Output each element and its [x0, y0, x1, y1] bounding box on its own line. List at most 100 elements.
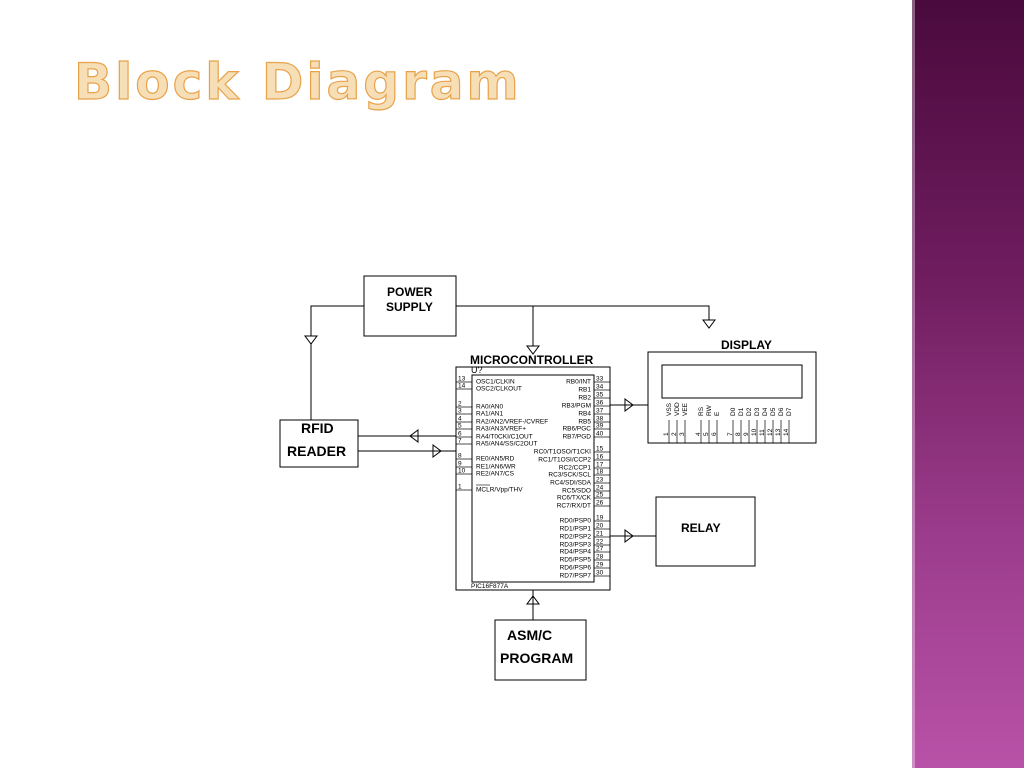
slide-title: Block Diagram [73, 52, 522, 111]
mcu-right-pin-number: 16 [596, 454, 604, 461]
lcd-pin-number: 3 [679, 432, 686, 436]
program-label-1: ASM/C [507, 627, 552, 643]
mcu-right-pin-number: 38 [596, 416, 604, 423]
mcu-right-pin-name: RD7/PSP7 [560, 573, 592, 580]
lcd-pin-header: VSS1VDD2VEE3RS4RW5E6D07D18D29D310D411D51… [663, 402, 793, 443]
mcu-left-pin-name: RE1/AN6/WR [476, 464, 516, 471]
lcd-pin-name: D5 [770, 407, 777, 416]
power-supply-label-2: SUPPLY [386, 300, 433, 314]
lcd-pin-name: D7 [786, 407, 793, 416]
power-supply-label-1: POWER [387, 285, 433, 299]
mcu-right-pin-name: RC5/SDO [562, 488, 591, 495]
mcu-right-pin-name: RB0/INT [566, 379, 591, 386]
lcd-pin-number: 9 [743, 432, 750, 436]
block-diagram: POWER SUPPLY MICROCONTROLLER U? PIC16F87… [279, 275, 817, 681]
mcu-right-pin-number: 23 [596, 477, 604, 484]
mcu-right-pins: 33RB0/INT34RB135RB236RB3/PGM37RB438RB539… [534, 376, 610, 580]
lcd-pin-number: 13 [775, 428, 782, 436]
mcu-right-pin-number: 25 [596, 492, 604, 499]
mcu-right-pin-number: 18 [596, 469, 604, 476]
mcu-right-pin-name: RC3/SCK/SCL [548, 472, 591, 479]
lcd-pin-name: D0 [730, 407, 737, 416]
mcu-right-pin-name: RD0/PSP0 [560, 518, 592, 525]
mcu-right-pin-name: RD4/PSP4 [560, 549, 592, 556]
lcd-pin-number: 14 [783, 428, 790, 436]
arrow-program-to-mcu [526, 595, 540, 605]
lcd-pin-number: 5 [703, 432, 710, 436]
mcu-right-pin-name: RD6/PSP6 [560, 565, 592, 572]
arrow-to-rfid [304, 335, 318, 345]
lcd-pin-name: D1 [738, 407, 745, 416]
mcu-left-pin-number: 10 [458, 468, 466, 475]
mcu-left-pin-number: 2 [458, 401, 462, 408]
mcu-right-pin-number: 19 [596, 515, 604, 522]
mcu-right-pin-name: RD1/PSP1 [560, 526, 592, 533]
arrow-mcu-to-relay [624, 529, 634, 543]
mcu-left-pin-name: RE0/AN5/RD [476, 456, 515, 463]
lcd-pin-number: 11 [759, 429, 766, 436]
lcd-pin-number: 8 [735, 432, 742, 436]
rfid-label-2: READER [287, 443, 346, 459]
mcu-right-pin-name: RB4 [578, 411, 591, 418]
mcu-right-pin-name: RC6/TX/CK [557, 495, 592, 502]
mcu-right-pin-number: 27 [596, 546, 604, 553]
mcu-right-pin-number: 17 [596, 462, 604, 469]
mcu-ref-label: U? [471, 365, 483, 375]
lcd-pin-name: D6 [778, 407, 785, 416]
arrow-mcu-to-rfid [409, 429, 419, 443]
mcu-right-pin-number: 29 [596, 562, 604, 569]
mcu-left-pin-name: RA4/T0CKI/C1OUT [476, 434, 533, 441]
lcd-pin-name: D4 [762, 407, 769, 416]
lcd-pin-number: 7 [727, 432, 734, 436]
decorative-sidebar [912, 0, 1024, 768]
mcu-left-pin-name: OSC2/CLKOUT [476, 386, 522, 393]
mcu-left-pin-number: 4 [458, 416, 462, 423]
arrow-rfid-to-mcu [432, 444, 442, 458]
relay-block [655, 496, 756, 567]
mcu-right-pin-number: 35 [596, 392, 604, 399]
mcu-left-pin-number: 8 [458, 453, 462, 460]
mcu-right-pin-name: RB2 [578, 395, 591, 402]
mcu-right-pin-name: RC2/CCP1 [559, 465, 592, 472]
mcu-left-pin-name: RA5/AN4/SS/C2OUT [476, 441, 537, 448]
mcu-left-pin-number: 14 [458, 383, 466, 390]
lcd-pin-number: 12 [767, 428, 774, 436]
lcd-pin-name: VSS [666, 402, 673, 416]
mcu-right-pin-name: RD2/PSP2 [560, 534, 592, 541]
mcu-left-pin-number: 6 [458, 431, 462, 438]
display-label: DISPLAY [721, 338, 772, 352]
lcd-pin-name: D3 [754, 407, 761, 416]
microcontroller-label: MICROCONTROLLER [470, 353, 594, 367]
mcu-right-pin-name: RC0/T1OSO/T1CKI [534, 449, 591, 456]
mcu-left-pin-name: RA1/AN1 [476, 411, 503, 418]
program-label-2: PROGRAM [500, 650, 573, 666]
mcu-left-pin-name: RA3/AN3/VREF+ [476, 426, 526, 433]
lcd-pin-name: E [714, 411, 721, 416]
mcu-left-pin-number: 1 [458, 484, 462, 491]
mcu-right-pin-number: 20 [596, 523, 604, 530]
mcu-right-pin-name: RD5/PSP5 [560, 557, 592, 564]
mcu-right-pin-number: 37 [596, 408, 604, 415]
mcu-right-pin-name: RB6/PGC [562, 426, 591, 433]
relay-label: RELAY [681, 521, 721, 535]
lcd-pin-name: D2 [746, 407, 753, 416]
mcu-right-pin-number: 30 [596, 570, 604, 577]
wire-power-rfid [310, 305, 364, 336]
mcu-right-pin-number: 33 [596, 376, 604, 383]
lcd-pin-name: VDD [674, 402, 681, 416]
program-block [494, 619, 587, 681]
mcu-right-pin-name: RD3/PSP3 [560, 542, 592, 549]
rfid-reader-block [279, 419, 359, 468]
mcu-left-pin-name: RA0/AN0 [476, 404, 503, 411]
mcu-right-pin-name: RB1 [578, 387, 591, 394]
mcu-right-pin-number: 36 [596, 400, 604, 407]
lcd-pin-name: VEE [682, 402, 689, 416]
display-block [647, 351, 817, 444]
wire-power-display [456, 305, 710, 320]
arrow-to-display [702, 319, 716, 329]
mcu-left-pin-name: RE2/AN7/CS [476, 471, 515, 478]
mcu-left-pin-number: 7 [458, 438, 462, 445]
rfid-label-1: RFID [301, 420, 334, 436]
lcd-pin-number: 6 [711, 432, 718, 436]
